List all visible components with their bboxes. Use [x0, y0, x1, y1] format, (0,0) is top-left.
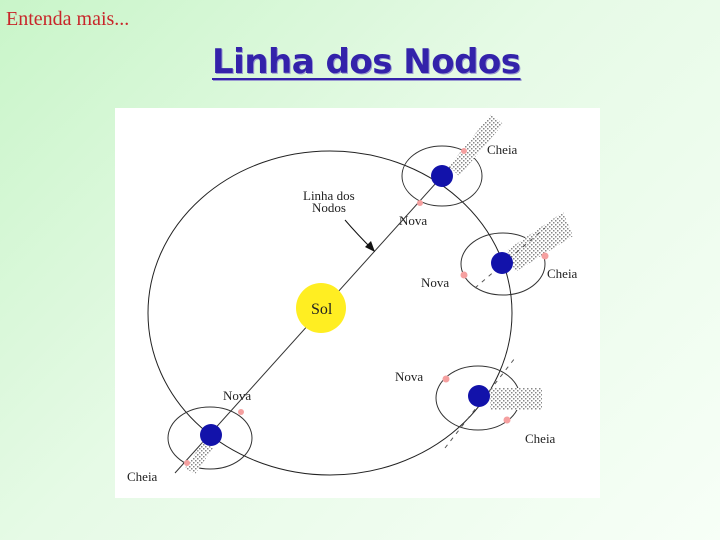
moon-position-lower-right: Cheia Nova	[395, 357, 556, 449]
moon-full-top	[461, 148, 467, 154]
shadow-cone-lower-left	[185, 442, 213, 474]
moon-new-right	[460, 271, 468, 279]
arrow-head-icon	[365, 241, 375, 252]
shadow-cone-lower-right	[490, 388, 542, 410]
label-full-right: Cheia	[547, 266, 578, 281]
corner-title: Entenda mais...	[6, 8, 130, 30]
label-new-lower-right: Nova	[395, 369, 423, 384]
shadow-cone-top	[449, 114, 503, 176]
node-line-diagram: Sol Linha dos Nodos Cheia Nova Cheia Nov…	[115, 108, 600, 498]
moon-position-lower-left: Nova Cheia	[127, 388, 253, 484]
earth-top	[431, 165, 453, 187]
label-full-lower-left: Cheia	[127, 469, 158, 484]
earth-lower-right	[468, 385, 490, 407]
moon-full-lower-left	[184, 460, 190, 466]
node-line-label-line1: Linha dos	[303, 188, 355, 203]
moon-new-lower-left	[238, 409, 244, 415]
moon-full-lower-right	[503, 416, 511, 424]
moon-new-lower-right	[442, 375, 450, 383]
moon-position-top: Cheia Nova	[399, 114, 518, 228]
node-line-label-line2: Nodos	[312, 200, 346, 215]
label-full-lower-right: Cheia	[525, 431, 556, 446]
slide-title: Linha dos Nodos	[212, 42, 521, 82]
label-full-top: Cheia	[487, 142, 518, 157]
moon-position-right: Cheia Nova	[421, 212, 578, 296]
label-new-lower-left: Nova	[223, 388, 251, 403]
moon-full-right	[541, 252, 549, 260]
earth-right	[491, 252, 513, 274]
sun	[296, 283, 346, 333]
diagram-svg: Sol Linha dos Nodos Cheia Nova Cheia Nov…	[127, 114, 578, 484]
earth-orbit	[147, 150, 513, 476]
label-new-top: Nova	[399, 213, 427, 228]
shadow-cone-right	[507, 212, 573, 272]
label-new-right: Nova	[421, 275, 449, 290]
sun-label: Sol	[311, 301, 333, 318]
earth-lower-left	[200, 424, 222, 446]
moon-new-top	[417, 200, 423, 206]
